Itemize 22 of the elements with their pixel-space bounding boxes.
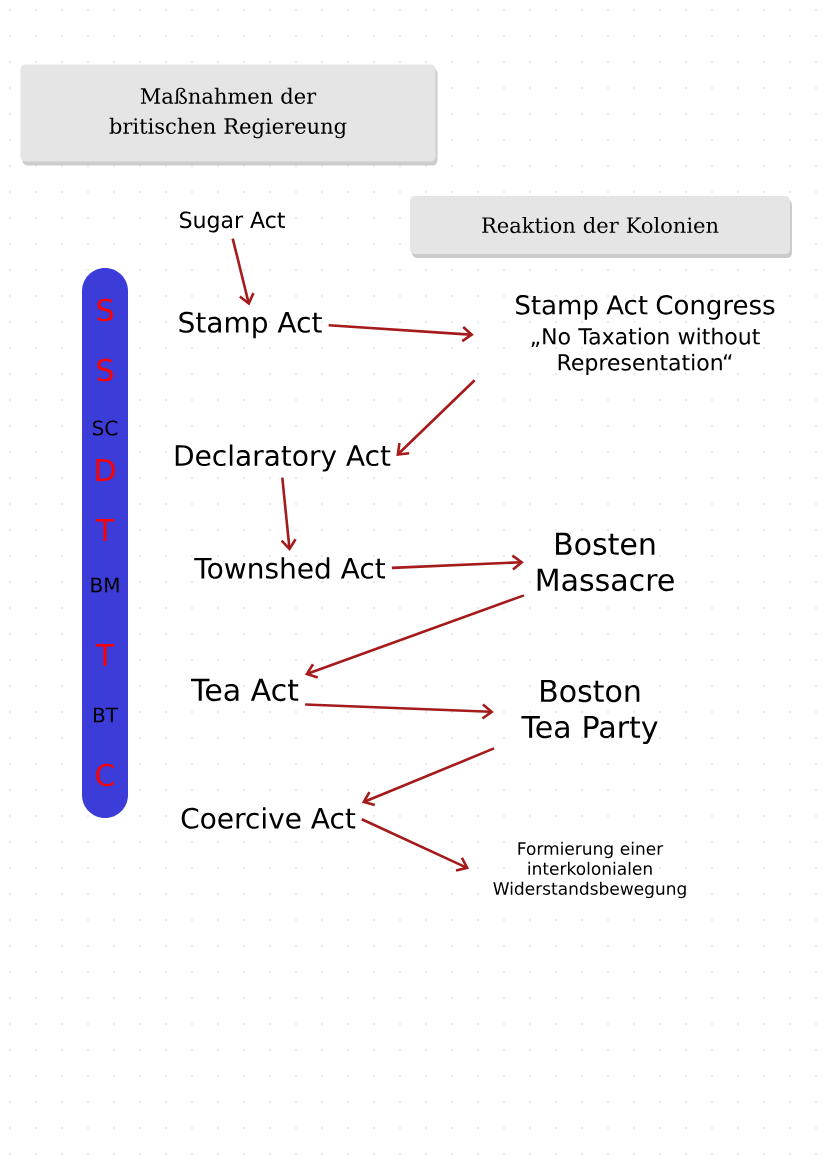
heading-box: Reaktion der Kolonien xyxy=(410,196,792,258)
arrow xyxy=(280,477,297,551)
arrow xyxy=(304,594,525,679)
arrow xyxy=(361,818,470,872)
handwritten-label: Tea Act xyxy=(191,678,299,702)
handwritten-label: Stamp Act Congress „No Taxation without Representation“ xyxy=(516,295,775,375)
arrow xyxy=(391,554,524,571)
arrow xyxy=(305,703,494,720)
arrow xyxy=(328,323,474,343)
arrow xyxy=(396,379,476,456)
handwritten-label: Stamp Act xyxy=(179,311,322,339)
handwritten-label: Formierung einer interkolonialen Widerstandsbewegung xyxy=(493,841,686,899)
handwritten-label: Bosten Massacre xyxy=(537,532,674,592)
arrow xyxy=(231,238,255,306)
letter-bar: S S SC D T BM T BT C xyxy=(82,268,128,818)
heading-box: Maßnahmen der britischen Regiereung xyxy=(20,64,438,166)
handwritten-label: Declaratory Act xyxy=(175,444,391,472)
arrow xyxy=(361,747,495,807)
handwritten-label: Coercive Act xyxy=(181,807,356,829)
handwritten-label: Sugar Act xyxy=(180,211,285,233)
handwritten-label: Townshed Act xyxy=(194,557,386,579)
handwritten-label: Boston Tea Party xyxy=(521,679,658,745)
